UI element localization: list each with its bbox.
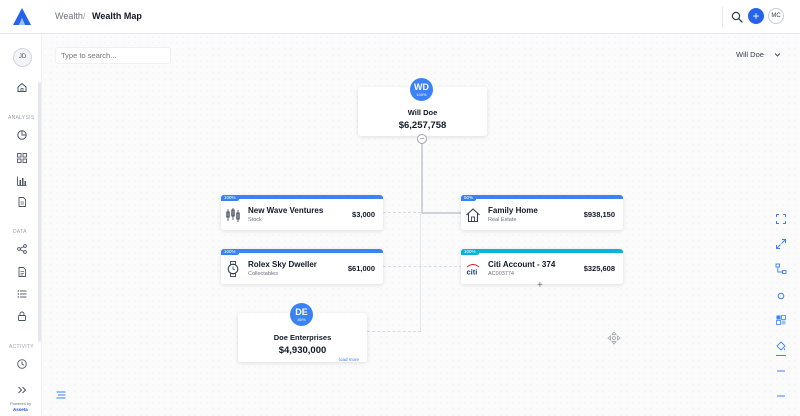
asset-card-citi-account[interactable]: 100% citi Citi Account - 374 AC003774 $3… (461, 249, 623, 284)
search-icon[interactable] (731, 11, 743, 23)
powered-by-brand: Asseta (13, 407, 28, 412)
toolbar-divider (722, 7, 723, 27)
asset-ownership-percent: 100% (221, 249, 239, 255)
list-view-icon[interactable] (55, 389, 67, 401)
pie-chart-icon[interactable] (16, 129, 28, 141)
asset-type: Collectables (248, 271, 278, 277)
target-icon (777, 292, 785, 300)
entity-total-value: $4,930,000 (278, 345, 327, 356)
file-text-icon[interactable] (16, 266, 28, 278)
asset-card-new-wave-ventures[interactable]: 100% New Wave Ventures Stock $3,000 (221, 195, 383, 230)
expand-view-button[interactable] (768, 231, 794, 257)
top-bar: Wealth / Wealth Map + MC (0, 0, 800, 34)
watch-icon (227, 261, 239, 277)
asset-type: Real Estate (488, 217, 517, 223)
user-avatar[interactable]: MC (768, 8, 784, 24)
sidebar-section-analysis: ANALYSIS (8, 115, 35, 121)
connector-to-entity (420, 214, 421, 331)
sidebar (0, 34, 42, 416)
asset-ownership-percent: 100% (221, 195, 239, 201)
zoom-in-divider (776, 355, 786, 356)
owner-name: Will Doe (407, 108, 438, 117)
document-icon[interactable] (16, 196, 28, 208)
owner-percent: 100% (416, 92, 427, 97)
sidebar-scrollbar[interactable] (38, 82, 41, 342)
svg-text:citi: citi (467, 268, 478, 277)
add-button[interactable]: + (748, 8, 764, 24)
grid-icon[interactable] (16, 152, 28, 164)
asset-accent-bar (461, 249, 623, 253)
sidebar-user-avatar[interactable]: JD (13, 48, 32, 67)
collapse-node-button[interactable]: − (417, 134, 427, 144)
entity-percent: 80% (297, 317, 306, 322)
sidebar-section-data: DATA (13, 229, 27, 235)
sidebar-section-activity: ACTIVITY (9, 344, 34, 350)
lock-icon[interactable] (16, 310, 28, 322)
chevron-down-icon[interactable] (774, 51, 781, 58)
expand-sidebar-icon[interactable] (16, 384, 28, 396)
entity-badge: DE 80% (288, 301, 315, 328)
list-icon[interactable] (16, 288, 28, 300)
owner-initials: WD (414, 82, 429, 92)
search-input[interactable] (55, 47, 171, 64)
connector-to-family-home (421, 212, 461, 214)
powered-by-label: Powered by (10, 401, 32, 406)
breadcrumb-separator: / (83, 11, 86, 21)
asset-accent-bar (461, 195, 623, 199)
asset-value: $61,000 (347, 264, 375, 273)
connector-rolex-citi (383, 266, 462, 267)
asset-card-rolex-sky-dweller[interactable]: 100% Rolex Sky Dweller Collectables $61,… (221, 249, 383, 284)
entity-initials: DE (295, 307, 308, 317)
minus-icon (777, 370, 785, 372)
asset-value: $3,000 (352, 210, 375, 219)
page-title: Wealth Map (92, 11, 142, 21)
home-icon[interactable] (16, 81, 28, 93)
owner-badge: WD 100% (408, 76, 435, 103)
asset-name: Rolex Sky Dweller (248, 260, 317, 269)
minus-icon (777, 395, 785, 397)
move-handle-icon[interactable] (607, 331, 621, 345)
asset-type: Stock (248, 217, 262, 223)
entity-name: Doe Enterprises (273, 333, 332, 342)
bar-chart-icon[interactable] (16, 175, 28, 187)
zoom-in-button[interactable] (768, 358, 794, 384)
citi-logo-icon: citi (467, 264, 480, 277)
layout-button[interactable] (768, 256, 794, 282)
asset-ownership-percent: 50% (461, 195, 477, 201)
share-nodes-icon[interactable] (16, 243, 28, 255)
asset-accent-bar (221, 195, 383, 199)
asset-ownership-percent: 100% (461, 249, 479, 255)
asset-name: Citi Account - 374 (488, 260, 556, 269)
breadcrumb-wealth[interactable]: Wealth (55, 11, 83, 21)
hierarchy-icon (775, 263, 787, 274)
asset-value: $938,150 (583, 210, 615, 219)
candlestick-chart-icon (226, 208, 240, 222)
fit-view-button[interactable] (768, 206, 794, 232)
palette-icon (776, 315, 786, 325)
fullscreen-icon (776, 214, 786, 224)
zoom-out-button[interactable] (768, 383, 794, 409)
asset-type: AC003774 (488, 271, 514, 277)
add-asset-button[interactable]: + (537, 280, 543, 291)
paint-bucket-icon (776, 341, 786, 351)
owner-total-value: $6,257,758 (398, 120, 447, 131)
asset-card-family-home[interactable]: 50% Family Home Real Estate $938,150 (461, 195, 623, 230)
center-button[interactable] (768, 283, 794, 309)
clock-icon[interactable] (16, 358, 28, 370)
asset-name: Family Home (488, 206, 538, 215)
fill-button[interactable] (768, 333, 794, 359)
connector-entity-line (367, 331, 421, 332)
connector-root-trunk (421, 144, 423, 213)
theme-button[interactable] (768, 307, 794, 333)
entity-load-more-link[interactable]: load more (339, 357, 360, 362)
expand-arrows-icon (776, 239, 786, 249)
house-icon (466, 208, 480, 223)
person-selector[interactable]: Will Doe (736, 50, 764, 59)
app-logo-icon[interactable] (11, 6, 33, 28)
asset-value: $325,608 (583, 264, 615, 273)
asset-name: New Wave Ventures (248, 206, 324, 215)
asset-accent-bar (221, 249, 383, 253)
connector-to-new-wave (383, 212, 421, 213)
